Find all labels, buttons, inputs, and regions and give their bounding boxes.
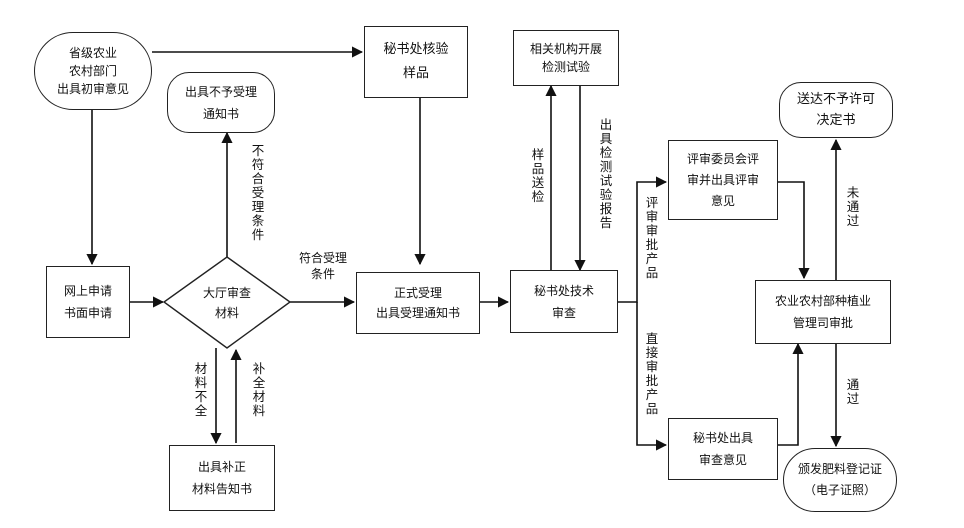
node-supplement-notice: 出具补正 材料告知书 <box>169 445 275 511</box>
label-not-passed: 未通过 <box>846 185 860 228</box>
arrow-committee-to-ministry <box>778 181 810 280</box>
arrow-tech-to-committee <box>618 176 668 303</box>
label-meet: 符合受理 条件 <box>298 251 347 281</box>
label-review-product: 评审审批产品 <box>645 195 659 280</box>
node-ministry-approve: 农业农村部种植业 管理司审批 <box>755 280 891 344</box>
node-secretariat-opinion: 秘书处出具 审查意见 <box>668 418 778 480</box>
node-refusal-decision: 送达不予许可 决定书 <box>779 82 893 138</box>
node-hall-review: 大厅审查 材料 <box>202 285 251 320</box>
label-sample-send: 样品送检 <box>531 147 545 204</box>
node-provincial: 省级农业 农村部门 出具初审意见 <box>34 32 152 110</box>
label-incomplete: 材料不全 <box>194 361 208 418</box>
label-supplement: 补全材料 <box>252 361 266 418</box>
node-secretariat-tech: 秘书处技术 审查 <box>510 270 618 333</box>
node-institution-test: 相关机构开展 检测试验 <box>513 30 619 86</box>
node-formal-accept: 正式受理 出具受理通知书 <box>356 272 480 334</box>
label-passed: 通过 <box>846 377 860 406</box>
node-committee-review: 评审委员会评 审并出具评审 意见 <box>668 140 778 220</box>
node-secretariat-verify: 秘书处核验 样品 <box>364 26 468 98</box>
label-direct-product: 直接审批产品 <box>645 331 659 416</box>
node-not-accepted-notice: 出具不予受理 通知书 <box>167 72 275 133</box>
label-not-meet: 不符合受理条件 <box>251 143 265 242</box>
arrow-tech-to-opinion <box>636 302 668 451</box>
arrow-opinion-to-ministry <box>778 342 804 446</box>
hall-review-diamond <box>162 256 292 349</box>
node-online-apply: 网上申请 书面申请 <box>46 266 130 338</box>
node-certificate: 颁发肥料登记证 （电子证照） <box>783 448 897 512</box>
label-test-report: 出具检测试验报告 <box>599 117 613 230</box>
